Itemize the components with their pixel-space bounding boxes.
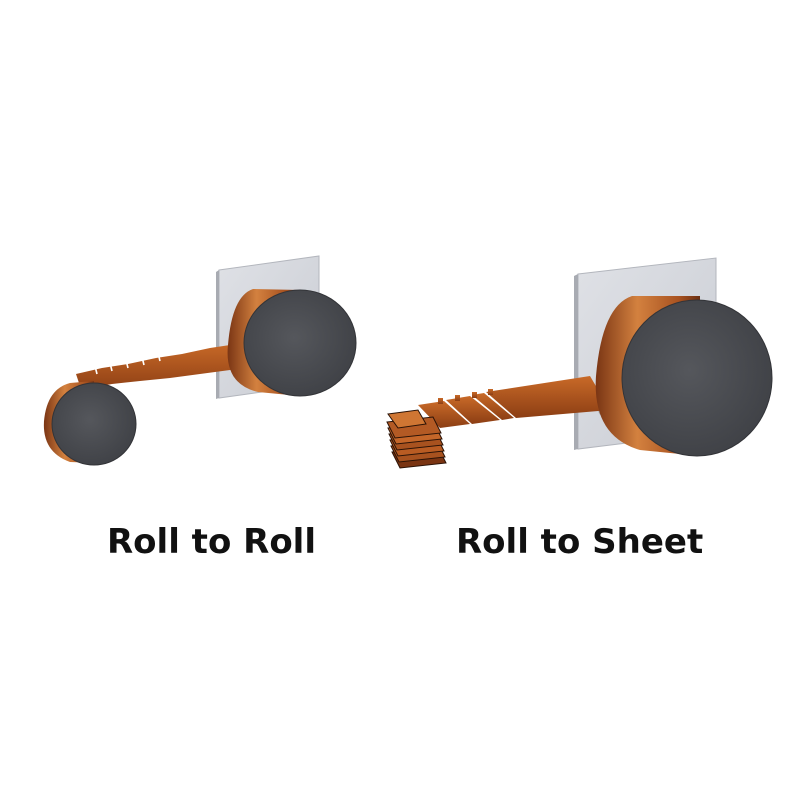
film-web bbox=[76, 342, 268, 392]
rewind-roll bbox=[43, 381, 137, 466]
unwind-roll bbox=[227, 289, 357, 397]
roll-to-sheet-caption: Roll to Sheet bbox=[456, 522, 704, 562]
roll-to-sheet-illustration bbox=[386, 257, 773, 469]
roll-to-roll-illustration bbox=[43, 255, 357, 466]
sheet-stack bbox=[386, 409, 447, 469]
film-web bbox=[418, 376, 610, 428]
unwind-roll bbox=[595, 296, 773, 457]
roll-to-roll-caption: Roll to Roll bbox=[107, 522, 316, 562]
